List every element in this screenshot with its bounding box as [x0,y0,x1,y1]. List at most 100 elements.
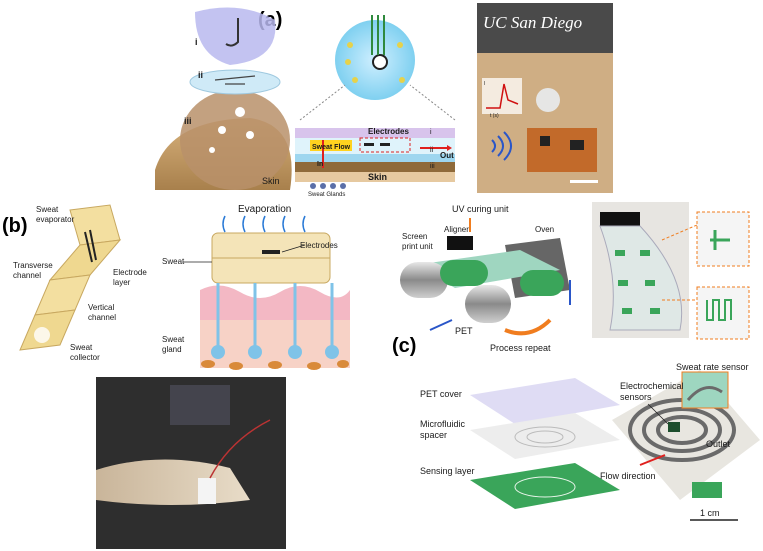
spacer-label-2: spacer [420,430,447,440]
pixelated-region [170,385,230,425]
sensing-spiral [514,476,576,498]
repeat-label: Process repeat [490,343,551,353]
signal-trace [486,83,519,109]
skin-band [295,172,455,182]
evaporation-arrows [222,215,306,233]
outlet-label: Outlet [706,439,731,449]
electrode-mark [262,250,280,254]
wire [209,419,271,479]
folded-paper-device: Sweat evaporator Transverse channel Elec… [13,204,147,362]
flow-direction-label: Flow direction [600,471,656,481]
panel-c-label: (c) [392,335,416,357]
panel-c: (c) UV curing unit Aligner Oven Screen p… [392,202,760,521]
printed-sensors [615,250,660,314]
label-vertical-2: channel [88,313,116,322]
via [345,59,351,65]
signal-axis-y: I [484,81,485,87]
patch-device [536,88,560,112]
photo-flexible-roll [592,202,750,340]
sweat-rate-label: Sweat rate sensor [676,362,749,372]
aligner-label: Aligner [444,225,469,234]
exploded-layer-stack: PET cover Microfluidic spacer Sensing la… [420,378,620,509]
scale-bar [570,180,598,183]
electrochem-label-1: Electrochemical [620,381,684,391]
aligner-block [447,236,473,250]
layer-ii-channel [214,75,256,85]
screen-roller [400,262,448,298]
sweat-b-label: Sweat [162,257,185,266]
layer-ii-label: ii [198,70,203,80]
spacer-sheet [470,413,620,459]
sweat-flow-label: Sweat Flow [312,144,351,151]
assembled-device: Sweat rate sensor Electrochemical sensor… [600,362,760,521]
via [352,77,358,83]
electrode-traces [84,229,97,263]
sensor-core [668,422,680,432]
screen-label-2: print unit [402,242,433,251]
spacer-label-1: Microfluidic [420,419,466,429]
label-transverse-2: channel [13,271,41,280]
serpentine-trace [706,299,732,321]
photo-wrist [96,377,286,549]
zoom-trace [710,230,730,250]
shirt-sleeve [477,3,613,53]
label-electrode-1: Electrode [113,268,147,277]
photo-arm-device: UC San Diego t (s) I [477,3,613,193]
layer-stack-illustration: i ii iii Skin [155,7,292,190]
pet-cover-label: PET cover [420,389,462,399]
signal-axis-x: t (s) [490,113,499,119]
sweat-ducts [216,283,334,350]
layer-i-band [295,128,455,138]
label-evaporator-2: evaporator [36,215,75,224]
pet-roller [465,285,511,323]
in-label: In [317,161,323,168]
vertical-channel-panel [34,274,91,316]
brand-text: UC San Diego [483,13,582,32]
flow-direction-arrow [639,454,666,466]
hole [218,126,226,134]
leader [281,244,306,253]
layer-i-label: i [195,37,198,47]
cs-layer-iii: iii [430,163,435,170]
uv-label: UV curing unit [452,204,509,214]
spacer-spiral [526,430,564,444]
electrodes-label: Electrodes [368,127,409,136]
label-vertical-1: Vertical [88,303,114,312]
hole [235,107,245,117]
electrode-leads [371,15,385,55]
layer-ii-disc [189,69,281,95]
zoom-line [409,84,456,121]
sensing-label: Sensing layer [420,466,475,476]
electrode-box [359,137,411,153]
roll-core [600,212,640,226]
layer-i-disc [195,7,276,65]
skin-label: Skin [262,176,280,186]
sweat-glands [310,183,346,189]
layer-i-electrode [225,18,239,47]
hole [246,131,254,139]
device-top-view [299,15,456,121]
label-electrode-2: layer [113,278,131,287]
label-collector-1: Sweat [70,343,93,352]
panel-a: (a) i ii iii Skin [155,3,613,198]
spacer-spiral [514,426,576,448]
repeat-arrow [504,318,552,336]
wireless-icon [491,131,512,161]
leader [647,403,669,425]
device-connector [692,482,722,498]
sweat-cross-section: Evaporation Electrodes Sweat [162,204,350,370]
via [399,77,405,83]
panel-b: (b) Sweat evaporator Transverse channel … [2,204,350,549]
zoom-line [299,84,346,121]
oven-label: Oven [535,225,554,234]
sweat-flow-highlight [310,140,352,151]
electrodes-b-label: Electrodes [300,241,338,250]
out-label: Out [440,151,454,160]
label-evaporator-1: Sweat [36,205,59,214]
screen-label-1: Screen [402,232,427,241]
chip [570,140,584,150]
fat-cells [201,360,349,370]
dermis [200,320,350,368]
pet-label: PET [455,326,473,336]
